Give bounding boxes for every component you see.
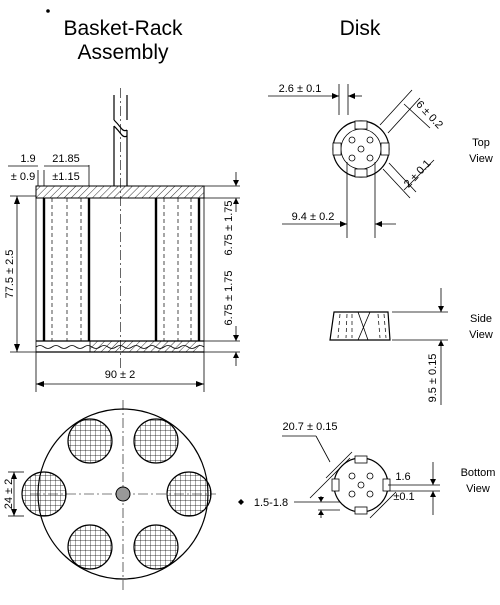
dim-bottom-groove-range: 1.5-1.8: [254, 497, 288, 509]
disk-title: Disk: [340, 17, 381, 40]
disk-top-view: 2.6 ± 0.1 6 ± 0.2 2 ± 0.1 9.4 ± 0.2 Top …: [268, 83, 493, 238]
basket-rack-elevation: 1.9 ± 0.9 21.85 ±1.15 77.5 ± 2.5 6.75 ± …: [4, 88, 240, 392]
basket-rack-plan: 24 ± 2: [3, 400, 216, 590]
dim-width: 90 ± 2: [35, 352, 205, 392]
dim-bottom-plate-label: 6.75 ± 1.75: [223, 271, 235, 326]
top-view-label-line1: Top: [472, 137, 490, 149]
dim-thickness: 9.5 ± 0.15: [427, 354, 439, 403]
basket-rack-title-line1: Basket-Rack: [63, 17, 183, 40]
dim-hole-diameter: 2.6 ± 0.1: [279, 83, 322, 95]
bottom-view-label-line2: View: [466, 483, 490, 495]
dim-wall-tolerance: ± 0.9: [11, 171, 35, 183]
dim-wall-and-spacing: 1.9 ± 0.9 21.85 ±1.15: [8, 153, 90, 186]
dim-mesh-offset-label: 24 ± 2: [3, 479, 15, 510]
top-plate: [35, 185, 205, 199]
dim-height-label: 77.5 ± 2.5: [4, 250, 16, 299]
dim-bottom-groove-depth: 1.6: [395, 471, 410, 483]
dim-tube-spacing-tolerance: ±1.15: [52, 171, 79, 183]
dim-wall-thickness: 1.9: [20, 153, 35, 165]
bottom-view-label-line1: Bottom: [461, 467, 496, 479]
side-view-label-line2: View: [469, 329, 493, 341]
disk-bottom-view: 20.7 ± 0.15 1.6 ±0.1 1.5-1.8 Bottom View: [238, 421, 496, 519]
bottom-plate: [35, 340, 205, 353]
dim-tube-spacing: 21.85: [52, 153, 80, 165]
dim-top-plate-label: 6.75 ± 1.75: [223, 201, 235, 256]
side-view-label-line1: Side: [470, 313, 492, 325]
dim-bottom-plate: 6.75 ± 1.75: [204, 271, 240, 366]
shaft: [113, 88, 128, 370]
dim-width-label: 90 ± 2: [105, 369, 136, 381]
dim-hole-offset: 9.4 ± 0.2: [292, 211, 335, 223]
dim-groove-depth: 2 ± 0.1: [402, 158, 434, 191]
dim-groove-width: 6 ± 0.2: [413, 99, 445, 132]
basket-rack-title-line2: Assembly: [77, 41, 169, 64]
dim-height: 77.5 ± 2.5: [4, 195, 36, 353]
tube-walls: [42, 198, 201, 341]
center-hub: [115, 486, 131, 502]
disk-side-view: 9.5 ± 0.15 Side View: [329, 288, 493, 405]
dim-top-plate: 6.75 ± 1.75: [204, 172, 240, 255]
mesh-tube-1: [21, 418, 212, 570]
top-view-label-line2: View: [469, 153, 493, 165]
dim-bottom-groove-tolerance: ±0.1: [393, 491, 414, 503]
bullet-mark: [46, 9, 50, 13]
dim-disk-diameter: 20.7 ± 0.15: [283, 421, 338, 433]
